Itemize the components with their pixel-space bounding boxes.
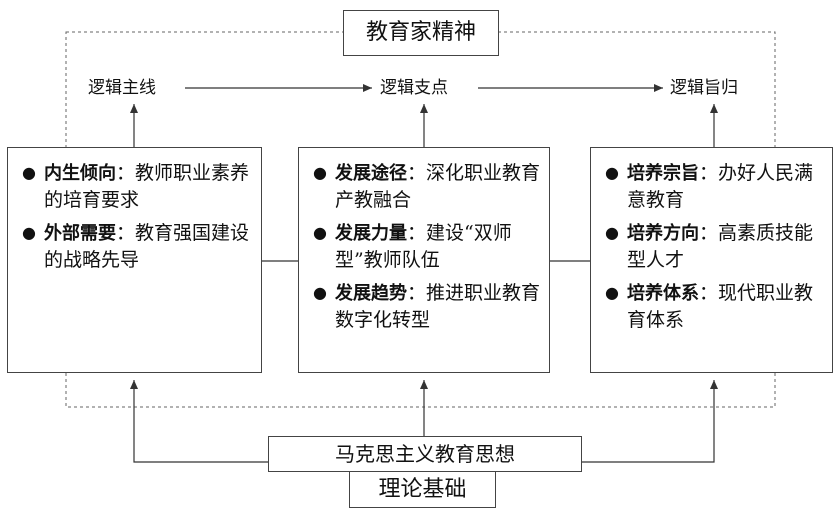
item-text: 建设“双师型”教师队伍 bbox=[335, 222, 512, 271]
item-separator: ： bbox=[699, 282, 719, 304]
item-separator: ： bbox=[699, 222, 719, 244]
bullet-icon: ● bbox=[313, 163, 327, 182]
item-separator: ： bbox=[407, 282, 427, 304]
logic-pivot-label: 逻辑支点 bbox=[376, 75, 452, 101]
panel-right: ● 培养宗旨：办好人民满意教育 ● 培养方向：高素质技能型人才 ● 培养体系：现… bbox=[590, 147, 833, 373]
panel-item: ● 培养体系：现代职业教育体系 bbox=[605, 280, 826, 333]
bullet-icon: ● bbox=[22, 223, 36, 242]
item-separator: ： bbox=[116, 222, 136, 244]
item-separator: ： bbox=[407, 162, 427, 184]
item-text: 现代职业教育体系 bbox=[627, 282, 814, 331]
logic-goal-label: 逻辑旨归 bbox=[666, 75, 742, 101]
theory-basis-label: 理论基础 bbox=[378, 477, 467, 502]
bullet-icon: ● bbox=[313, 223, 327, 242]
panel-item: ● 外部需要：教育强国建设的战略先导 bbox=[22, 220, 255, 273]
item-text: 教育强国建设的战略先导 bbox=[44, 222, 250, 271]
item-text: 高素质技能型人才 bbox=[627, 222, 814, 271]
panel-item: ● 培养宗旨：办好人民满意教育 bbox=[605, 160, 826, 213]
marxist-thought-label: 马克思主义教育思想 bbox=[335, 442, 515, 466]
bullet-icon: ● bbox=[605, 283, 619, 302]
item-heading: 外部需要 bbox=[44, 223, 116, 244]
item-separator: ： bbox=[116, 162, 136, 184]
arrow-base-to-right-panel bbox=[582, 380, 718, 463]
item-heading: 内生倾向 bbox=[44, 163, 116, 184]
item-heading: 培养体系 bbox=[627, 283, 699, 304]
item-heading: 发展力量 bbox=[335, 223, 407, 244]
panel-item: ● 内生倾向：教师职业素养的培育要求 bbox=[22, 160, 255, 213]
bullet-icon: ● bbox=[22, 163, 36, 182]
top-title-box: 教育家精神 bbox=[343, 10, 499, 56]
top-title: 教育家精神 bbox=[365, 20, 476, 45]
bullet-icon: ● bbox=[605, 223, 619, 242]
bullet-icon: ● bbox=[313, 283, 327, 302]
panel-item: ● 发展趋势：推进职业教育数字化转型 bbox=[313, 280, 543, 333]
logic-mainline-label: 逻辑主线 bbox=[84, 75, 160, 101]
item-heading: 发展途径 bbox=[335, 163, 407, 184]
item-heading: 培养方向 bbox=[627, 223, 699, 244]
theory-basis-box: 理论基础 bbox=[349, 471, 496, 508]
bullet-icon: ● bbox=[605, 163, 619, 182]
item-separator: ： bbox=[699, 162, 719, 184]
panel-middle: ● 发展途径：深化职业教育产教融合 ● 发展力量：建设“双师型”教师队伍 ● 发… bbox=[298, 147, 550, 373]
item-text: 办好人民满意教育 bbox=[627, 162, 814, 211]
panel-left: ● 内生倾向：教师职业素养的培育要求 ● 外部需要：教育强国建设的战略先导 bbox=[7, 147, 262, 373]
marxist-thought-box: 马克思主义教育思想 bbox=[268, 436, 582, 472]
panel-item: ● 发展途径：深化职业教育产教融合 bbox=[313, 160, 543, 213]
item-text: 教师职业素养的培育要求 bbox=[44, 162, 250, 211]
item-heading: 培养宗旨 bbox=[627, 163, 699, 184]
item-separator: ： bbox=[407, 222, 427, 244]
arrow-base-to-left-panel bbox=[130, 380, 268, 463]
panel-item: ● 培养方向：高素质技能型人才 bbox=[605, 220, 826, 273]
item-text: 深化职业教育产教融合 bbox=[335, 162, 541, 211]
item-text: 推进职业教育数字化转型 bbox=[335, 282, 541, 331]
panel-item: ● 发展力量：建设“双师型”教师队伍 bbox=[313, 220, 543, 273]
item-heading: 发展趋势 bbox=[335, 283, 407, 304]
